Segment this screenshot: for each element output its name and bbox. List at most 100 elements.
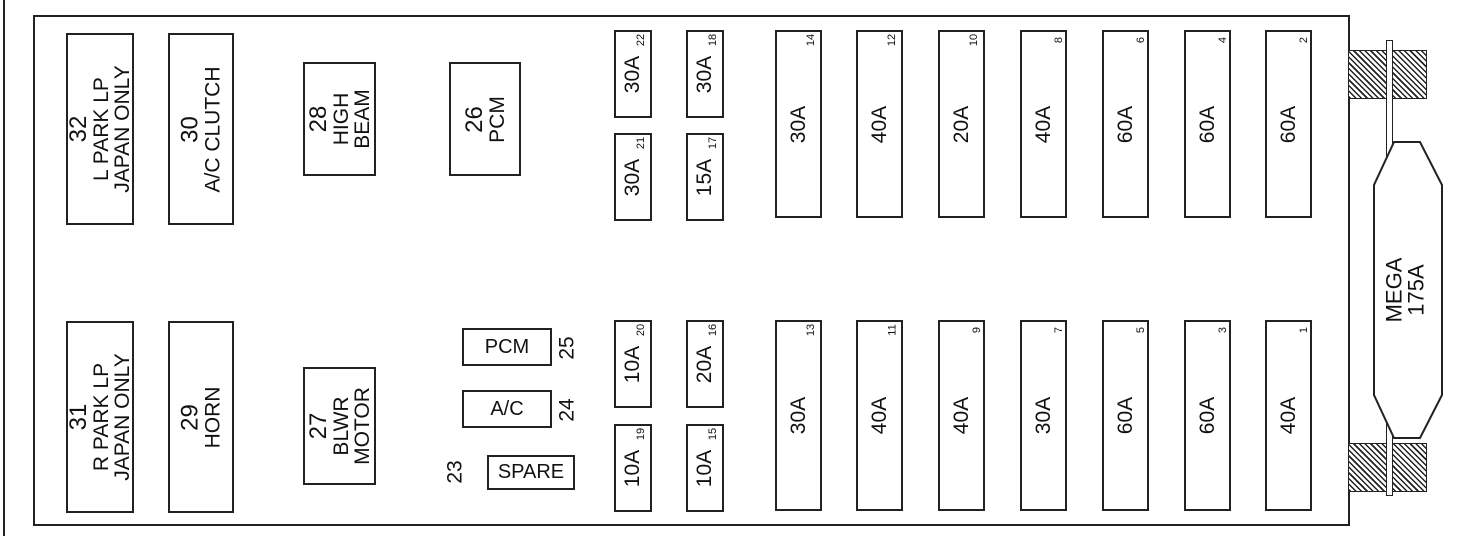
fuse-18: 30A 18 — [686, 30, 724, 118]
mini-relay-number: 23 — [443, 460, 467, 484]
fuse-17: 15A 17 — [686, 133, 724, 221]
fuse-rating: 10A — [621, 345, 645, 383]
relay-name: A/C CLUTCH — [201, 65, 225, 193]
fuse-rating: 60A — [1114, 105, 1137, 143]
fuse-rating: 60A — [1196, 396, 1219, 435]
fuse-rating: 60A — [1196, 105, 1219, 143]
fuse-rating: 40A — [868, 105, 891, 143]
mini-relay-25: PCM — [462, 328, 552, 366]
fuse-20: 10A 20 — [614, 320, 652, 408]
fuse-rating: 40A — [1032, 105, 1055, 143]
fuse-number: 15 — [706, 427, 719, 441]
fuse-rating: 30A — [693, 55, 717, 93]
fuse-rating: 15A — [693, 158, 717, 196]
fuse-3: 60A 3 — [1184, 320, 1231, 511]
fuse-rating: 20A — [950, 105, 973, 143]
fuse-number: 11 — [886, 324, 899, 336]
fuse-rating: 10A — [621, 449, 645, 487]
fuse-panel — [33, 15, 1350, 526]
mini-relay-label: PCM — [484, 335, 530, 358]
fuse-number: 18 — [706, 33, 719, 47]
relay-name: JAPAN ONLY — [111, 65, 134, 193]
fuse-15: 10A 15 — [686, 424, 724, 512]
mini-relay-number: 24 — [555, 398, 579, 422]
fuse-number: 10 — [967, 33, 980, 47]
fuse-rating: 40A — [1277, 396, 1300, 435]
fuse-number: 3 — [1216, 326, 1229, 334]
fuse-number: 20 — [634, 323, 647, 337]
fuse-number: 19 — [634, 427, 647, 441]
relay-number: 32 — [65, 115, 92, 143]
fuse-4: 60A 4 — [1184, 30, 1231, 218]
fuse-8: 40A 8 — [1020, 30, 1067, 218]
fuse-number: 21 — [634, 136, 647, 150]
fuse-22: 30A 22 — [614, 30, 652, 118]
fuse-9: 40A 9 — [938, 320, 985, 511]
fuse-11: 40A 11 — [856, 320, 903, 511]
fuse-number: 6 — [1134, 36, 1147, 44]
mini-relay-number: 25 — [555, 336, 579, 360]
mini-relay-24: A/C — [462, 390, 552, 428]
fuse-21: 30A 21 — [614, 133, 652, 221]
fuse-rating: 30A — [1032, 396, 1055, 435]
mega-fuse-rating: 175A — [1402, 264, 1428, 316]
fuse-number: 8 — [1052, 36, 1065, 44]
fuse-number: 17 — [706, 136, 719, 150]
relay-name: BEAM — [350, 89, 374, 149]
relay-name: JAPAN ONLY — [111, 353, 134, 481]
fuse-rating: 30A — [787, 105, 810, 143]
relay-name: L PARK LP — [90, 77, 113, 181]
fuse-12: 40A 12 — [856, 30, 903, 218]
fuse-rating: 60A — [1114, 396, 1137, 435]
fuse-rating: 30A — [787, 396, 810, 435]
fuse-6: 60A 6 — [1102, 30, 1149, 218]
fuse-number: 12 — [885, 33, 898, 47]
relay-name: PCM — [485, 95, 509, 143]
relay-name: HORN — [201, 386, 225, 448]
mini-relay-label: A/C — [490, 397, 524, 420]
relay-number: 26 — [460, 105, 488, 133]
fuse-rating: 30A — [621, 55, 645, 93]
fuse-rating: 30A — [621, 158, 645, 196]
fuse-7: 30A 7 — [1020, 320, 1067, 511]
mini-relay-label: SPARE — [497, 461, 565, 483]
fuse-2: 60A 2 — [1265, 30, 1312, 218]
relay-number: 31 — [65, 403, 92, 431]
mini-relay-23: SPARE — [487, 455, 575, 490]
mega-fuse: MEGA 175A — [1360, 240, 1450, 340]
fuse-rating: 20A — [693, 345, 717, 383]
fuse-number: 4 — [1216, 36, 1229, 44]
fuse-number: 2 — [1297, 36, 1310, 44]
fuse-rating: 40A — [868, 396, 891, 435]
relay-name: BLWR — [329, 396, 353, 456]
relay-number: 28 — [304, 105, 332, 133]
fuse-number: 9 — [970, 326, 983, 334]
relay-number: 27 — [304, 412, 332, 440]
relay-name: HIGH — [329, 92, 353, 146]
fuse-10: 20A 10 — [938, 30, 985, 218]
fuse-number: 1 — [1297, 326, 1310, 334]
mega-fuse-body — [1373, 141, 1443, 439]
fuse-rating: 60A — [1277, 105, 1300, 143]
mega-fuse-label: MEGA — [1380, 257, 1406, 323]
fuse-number: 22 — [634, 33, 647, 47]
fuse-rating: 10A — [693, 449, 717, 487]
fuse-rating: 40A — [950, 396, 973, 435]
fuse-19: 10A 19 — [614, 424, 652, 512]
fuse-number: 7 — [1052, 326, 1065, 334]
